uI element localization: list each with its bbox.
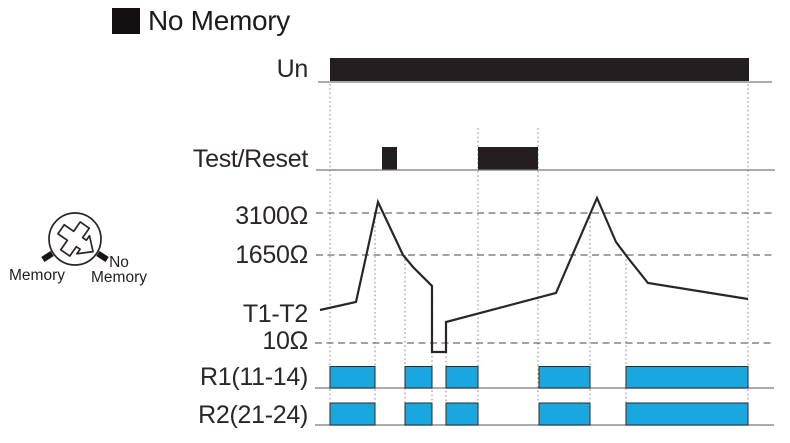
rotary-tick-right xyxy=(96,250,109,263)
resistance-curve xyxy=(319,195,749,354)
test-reset-pulse xyxy=(382,147,397,170)
selector-memory-label: Memory xyxy=(9,267,65,284)
relay2-contact-bar xyxy=(404,402,433,426)
selector-no-memory-line2: Memory xyxy=(91,269,147,286)
threshold-low-label: 10Ω xyxy=(262,327,308,355)
test-reset-pulse xyxy=(478,147,538,170)
diagram-title: No Memory xyxy=(148,5,290,36)
relay2-contact-bar xyxy=(538,402,591,426)
rotary-selector-icon xyxy=(41,212,109,266)
relay2-contact-bar xyxy=(625,402,749,426)
relay1-label: R1(11-14) xyxy=(200,363,308,391)
diagram-title-row: No Memory xyxy=(112,5,290,37)
selector-no-memory-label: No Memory xyxy=(84,254,154,286)
relay1-contact-bar xyxy=(445,366,479,389)
relay1-contact-bar xyxy=(538,366,591,389)
t1-t2-label: T1-T2 xyxy=(242,300,308,328)
relay1-contact-bar xyxy=(329,366,376,389)
rotary-tick-left xyxy=(41,250,54,263)
rotary-cross-arrow-icon xyxy=(57,221,94,257)
test-reset-label: Test/Reset xyxy=(192,145,308,173)
relay2-contact-bar xyxy=(329,402,376,426)
relay1-contact-bar xyxy=(625,366,749,389)
relay2-label: R2(21-24) xyxy=(198,401,308,429)
un-label: Un xyxy=(276,55,309,83)
threshold-mid-label: 1650Ω xyxy=(235,241,308,269)
selector-no-memory-line1: No xyxy=(109,254,129,271)
un-supply-bar xyxy=(330,58,749,81)
threshold-high-label: 3100Ω xyxy=(235,202,308,230)
legend-square-icon xyxy=(112,8,140,34)
relay1-contact-bar xyxy=(404,366,433,389)
relay2-contact-bar xyxy=(445,402,479,426)
